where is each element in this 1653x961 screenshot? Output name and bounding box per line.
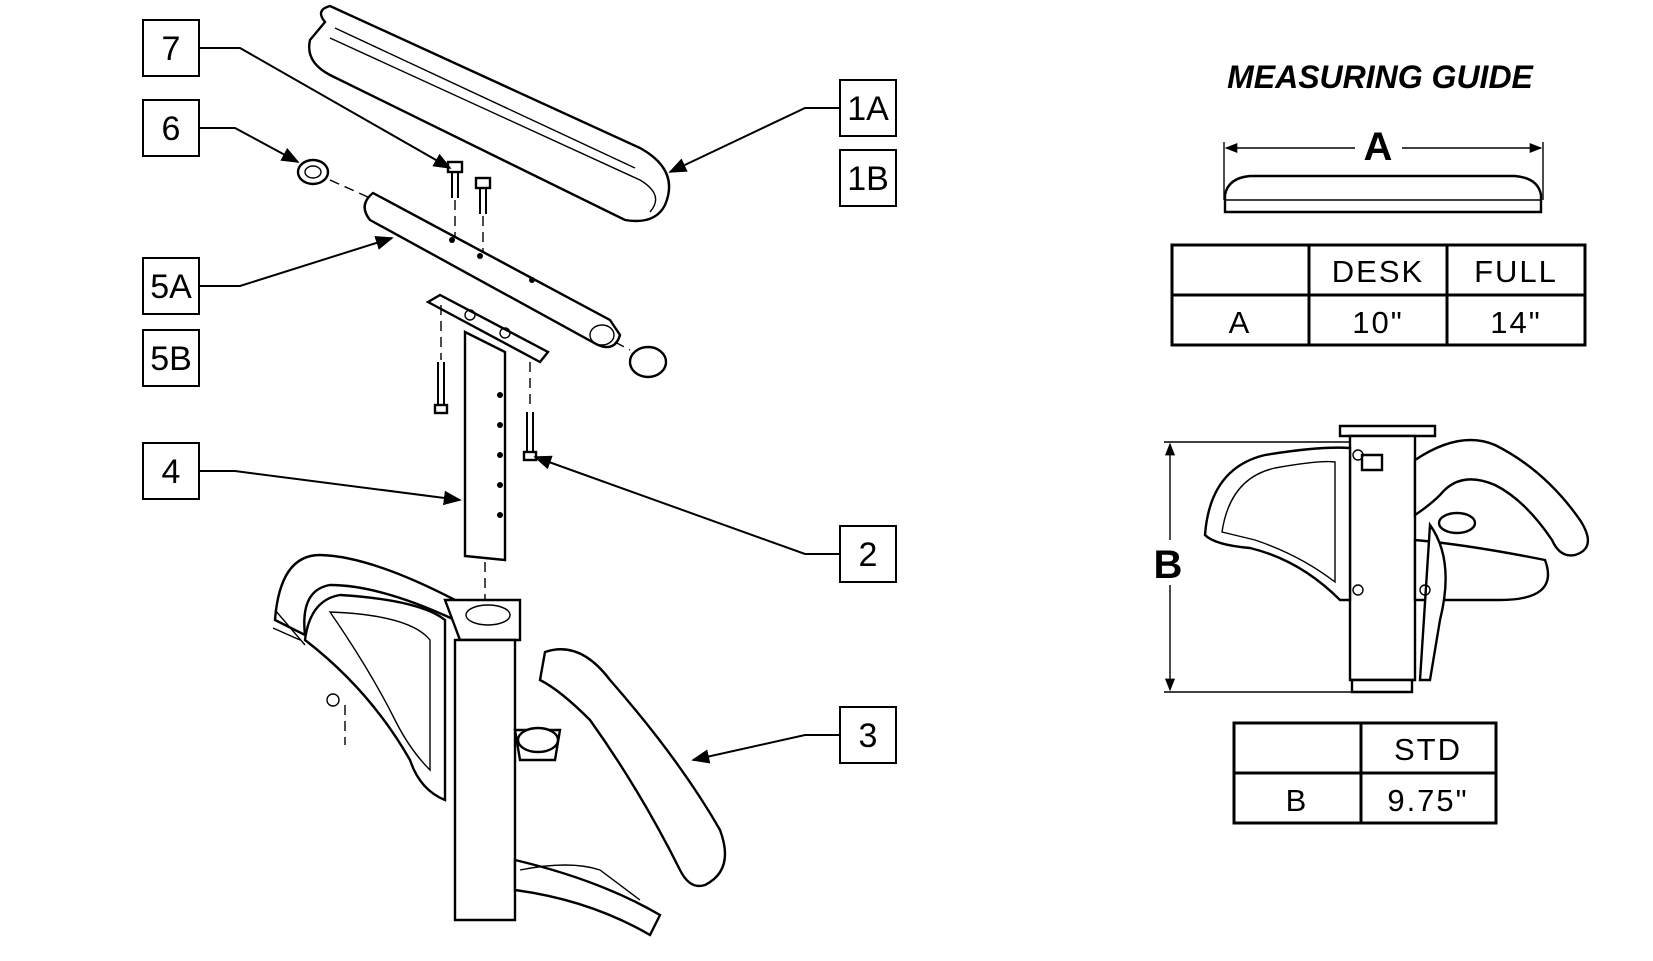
- table-a-full-value: 14": [1490, 305, 1542, 340]
- callout-7-label: 7: [162, 30, 181, 68]
- callout-6: 6: [142, 99, 300, 163]
- table-b: STD B 9.75": [1232, 721, 1498, 825]
- callout-7: 7: [142, 19, 452, 169]
- bracket-screws: [433, 305, 538, 462]
- table-b-std-value: 9.75": [1387, 783, 1468, 818]
- end-cap-left: [296, 158, 371, 199]
- table-a-header-full: FULL: [1474, 254, 1558, 289]
- guide-title: MEASURING GUIDE: [1227, 59, 1534, 95]
- callout-3-label: 3: [859, 717, 878, 755]
- end-cap-right: [614, 341, 668, 379]
- arm-frame: [272, 553, 727, 937]
- callout-4-label: 4: [162, 453, 181, 491]
- table-b-header-std: STD: [1394, 732, 1462, 767]
- callout-5b: 5B: [142, 329, 200, 387]
- callout-5b-label: 5B: [150, 340, 192, 378]
- callout-1a-label: 1A: [847, 90, 889, 128]
- dim-a-label: A: [1364, 125, 1393, 169]
- armrest-pad: [308, 4, 671, 223]
- table-a: DESK FULL A 10" 14": [1170, 243, 1587, 347]
- table-a-row-label: A: [1229, 305, 1252, 340]
- callout-1b-label: 1B: [847, 160, 889, 198]
- table-a-header-desk: DESK: [1332, 254, 1424, 289]
- callout-2: 2: [533, 455, 897, 583]
- dimension-b: B: [1154, 424, 1589, 694]
- armrest-tube: [363, 191, 622, 349]
- dimension-a: A: [1223, 125, 1544, 214]
- callout-5a-label: 5A: [150, 268, 192, 306]
- callout-3: 3: [691, 706, 897, 764]
- mounting-bracket: [425, 293, 550, 364]
- table-a-desk-value: 10": [1352, 305, 1404, 340]
- table-b-row-label: B: [1286, 783, 1309, 818]
- callout-5a: 5A: [142, 236, 394, 315]
- callout-2-label: 2: [859, 536, 878, 574]
- callout-1b: 1B: [839, 149, 897, 207]
- callout-6-label: 6: [162, 110, 181, 148]
- callout-1a: 1A: [668, 79, 897, 173]
- callout-4: 4: [142, 442, 462, 506]
- height-post: [463, 330, 507, 605]
- dim-b-label: B: [1154, 543, 1183, 587]
